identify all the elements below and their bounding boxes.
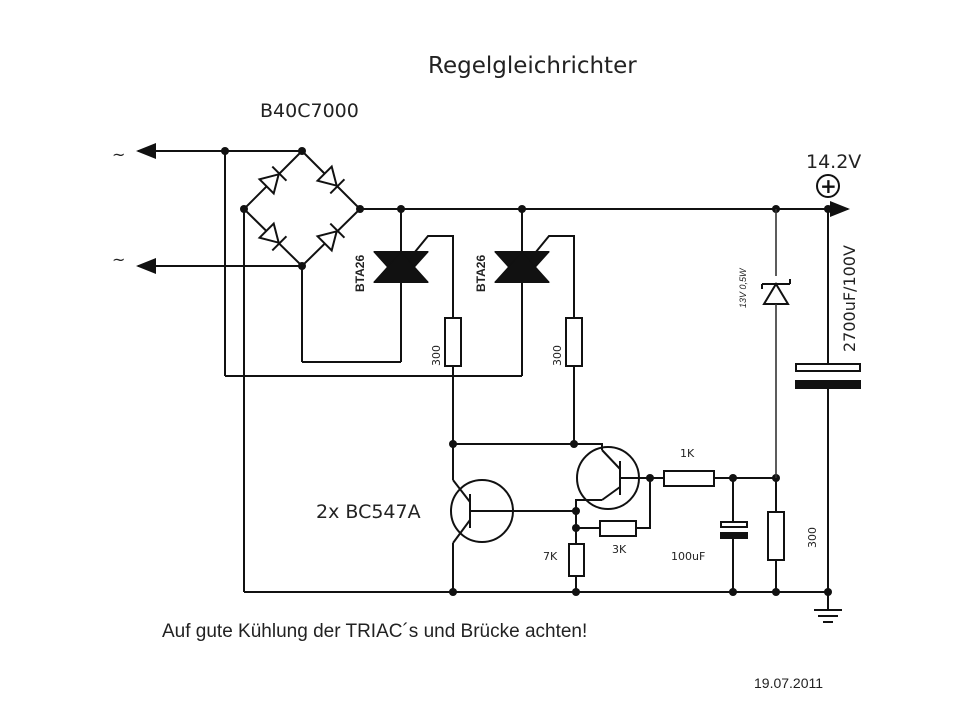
triac-1: BTA26 xyxy=(302,209,454,363)
transistor-1 xyxy=(450,444,514,592)
plus-terminal-icon: + xyxy=(816,174,840,198)
transistor-2 xyxy=(574,443,650,511)
plus-symbol: + xyxy=(820,174,837,198)
zener-diode: 13V 0,5W xyxy=(738,209,791,478)
triac-2: BTA26 xyxy=(225,209,575,377)
triac-2-label: BTA26 xyxy=(474,255,488,292)
main-capacitor-label: 2700uF/100V xyxy=(840,245,859,352)
resistor-3k-label: 3K xyxy=(612,543,627,556)
main-capacitor: 2700uF/100V xyxy=(795,209,861,610)
capacitor-100uf-label: 100uF xyxy=(671,550,705,563)
bridge-rectifier xyxy=(240,147,364,270)
output-voltage-label: 14.2V xyxy=(806,151,861,173)
diagram-title: Regelgleichrichter xyxy=(428,53,637,79)
resistor-1k: 1K xyxy=(650,447,776,487)
cooling-note: Auf gute Kühlung der TRIAC´s und Brücke … xyxy=(162,621,587,642)
ac-input-bottom: ~ xyxy=(112,250,302,274)
resistor-7k-label: 7K xyxy=(543,550,558,563)
gate-resistor-1: 300 xyxy=(430,317,462,444)
gate-resistor-2: 300 xyxy=(551,317,583,444)
bridge-diode-4 xyxy=(315,222,346,253)
ac-symbol-top: ~ xyxy=(112,145,125,164)
resistor-7k: 7K xyxy=(543,511,585,592)
resistor-300: 300 xyxy=(767,478,819,592)
resistor-1k-label: 1K xyxy=(680,447,695,460)
ac-symbol-bottom: ~ xyxy=(112,250,125,269)
zener-label: 13V 0,5W xyxy=(738,267,748,308)
bridge-diode-3 xyxy=(257,221,288,252)
bridge-diode-2 xyxy=(315,164,346,195)
resistor-300-label: 300 xyxy=(806,527,819,548)
gate-resistor-2-label: 300 xyxy=(551,345,564,366)
ac-input-top: ~ xyxy=(112,143,302,164)
gate-resistor-1-label: 300 xyxy=(430,345,443,366)
triac-1-label: BTA26 xyxy=(353,255,367,292)
transistor-label: 2x BC547A xyxy=(316,501,421,523)
resistor-3k: 3K xyxy=(576,478,651,556)
ground-icon xyxy=(814,609,842,623)
date-label: 19.07.2011 xyxy=(754,675,823,691)
capacitor-100uf: 100uF xyxy=(671,478,748,592)
bridge-label: B40C7000 xyxy=(260,100,359,122)
bridge-diode-1 xyxy=(257,165,288,196)
